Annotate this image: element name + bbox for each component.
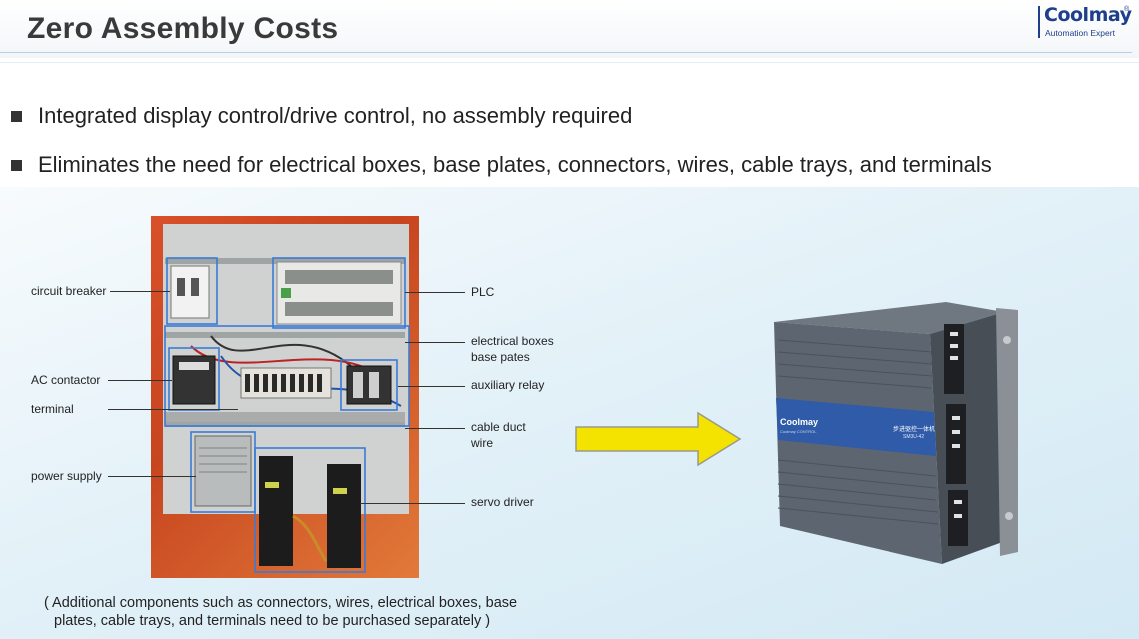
right-arrow-icon xyxy=(575,411,742,467)
leader-line xyxy=(398,386,465,387)
logo-registered-mark: ® xyxy=(1124,6,1130,13)
label-terminal: terminal xyxy=(31,402,74,416)
device-brand-sub: Coolmay CONTROL xyxy=(780,429,817,434)
leader-line xyxy=(108,380,172,381)
label-auxiliary-relay: auxiliary relay xyxy=(471,378,545,392)
leader-line xyxy=(108,409,238,410)
square-bullet-icon xyxy=(11,159,22,171)
label-plc: PLC xyxy=(471,285,495,299)
bullet-text: Integrated display control/drive control… xyxy=(38,103,633,128)
label-cable-duct: cable duct xyxy=(471,420,526,434)
leader-line xyxy=(405,342,465,343)
logo-name: Coolmay xyxy=(1044,4,1132,26)
leader-line xyxy=(110,291,170,292)
label-servo-driver: servo driver xyxy=(471,495,534,509)
bullet-item-1: Integrated display control/drive control… xyxy=(11,103,632,129)
device-brand: Coolmay xyxy=(780,417,819,427)
header-band xyxy=(0,0,1139,58)
caption-line-1: ( Additional components such as connecto… xyxy=(44,595,518,611)
title-divider xyxy=(0,52,1132,53)
caption-line-2: plates, cable trays, and terminals need … xyxy=(54,613,491,629)
cabinet-illustration xyxy=(163,224,410,573)
square-bullet-icon xyxy=(11,110,22,122)
logo-bar xyxy=(1038,6,1040,38)
electrical-cabinet-photo xyxy=(151,216,419,578)
page-title: Zero Assembly Costs xyxy=(27,12,339,45)
label-ac-contactor: AC contactor xyxy=(31,373,101,387)
leader-line xyxy=(360,503,465,504)
bullet-text: Eliminates the need for electrical boxes… xyxy=(38,152,992,177)
label-electrical-boxes: electrical boxes xyxy=(471,334,554,348)
leader-line xyxy=(405,292,465,293)
label-wire: wire xyxy=(471,436,494,450)
leader-line xyxy=(108,476,196,477)
integrated-controller-device xyxy=(774,302,1018,564)
label-power-supply: power supply xyxy=(31,469,102,483)
title-divider-secondary xyxy=(0,62,1139,63)
logo-tagline: Automation Expert xyxy=(1045,28,1115,38)
label-base-plates: base pates xyxy=(471,350,530,364)
caption: ( Additional components such as connecto… xyxy=(44,594,564,630)
device-model: SM3U-42 xyxy=(903,434,925,440)
bullet-item-2: Eliminates the need for electrical boxes… xyxy=(11,152,992,178)
label-circuit-breaker: circuit breaker xyxy=(31,284,107,298)
leader-line xyxy=(405,428,465,429)
brand-logo: Coolmay ® Automation Expert xyxy=(1038,4,1132,40)
device-cn-label: 步进驱控一体机 xyxy=(893,427,936,433)
